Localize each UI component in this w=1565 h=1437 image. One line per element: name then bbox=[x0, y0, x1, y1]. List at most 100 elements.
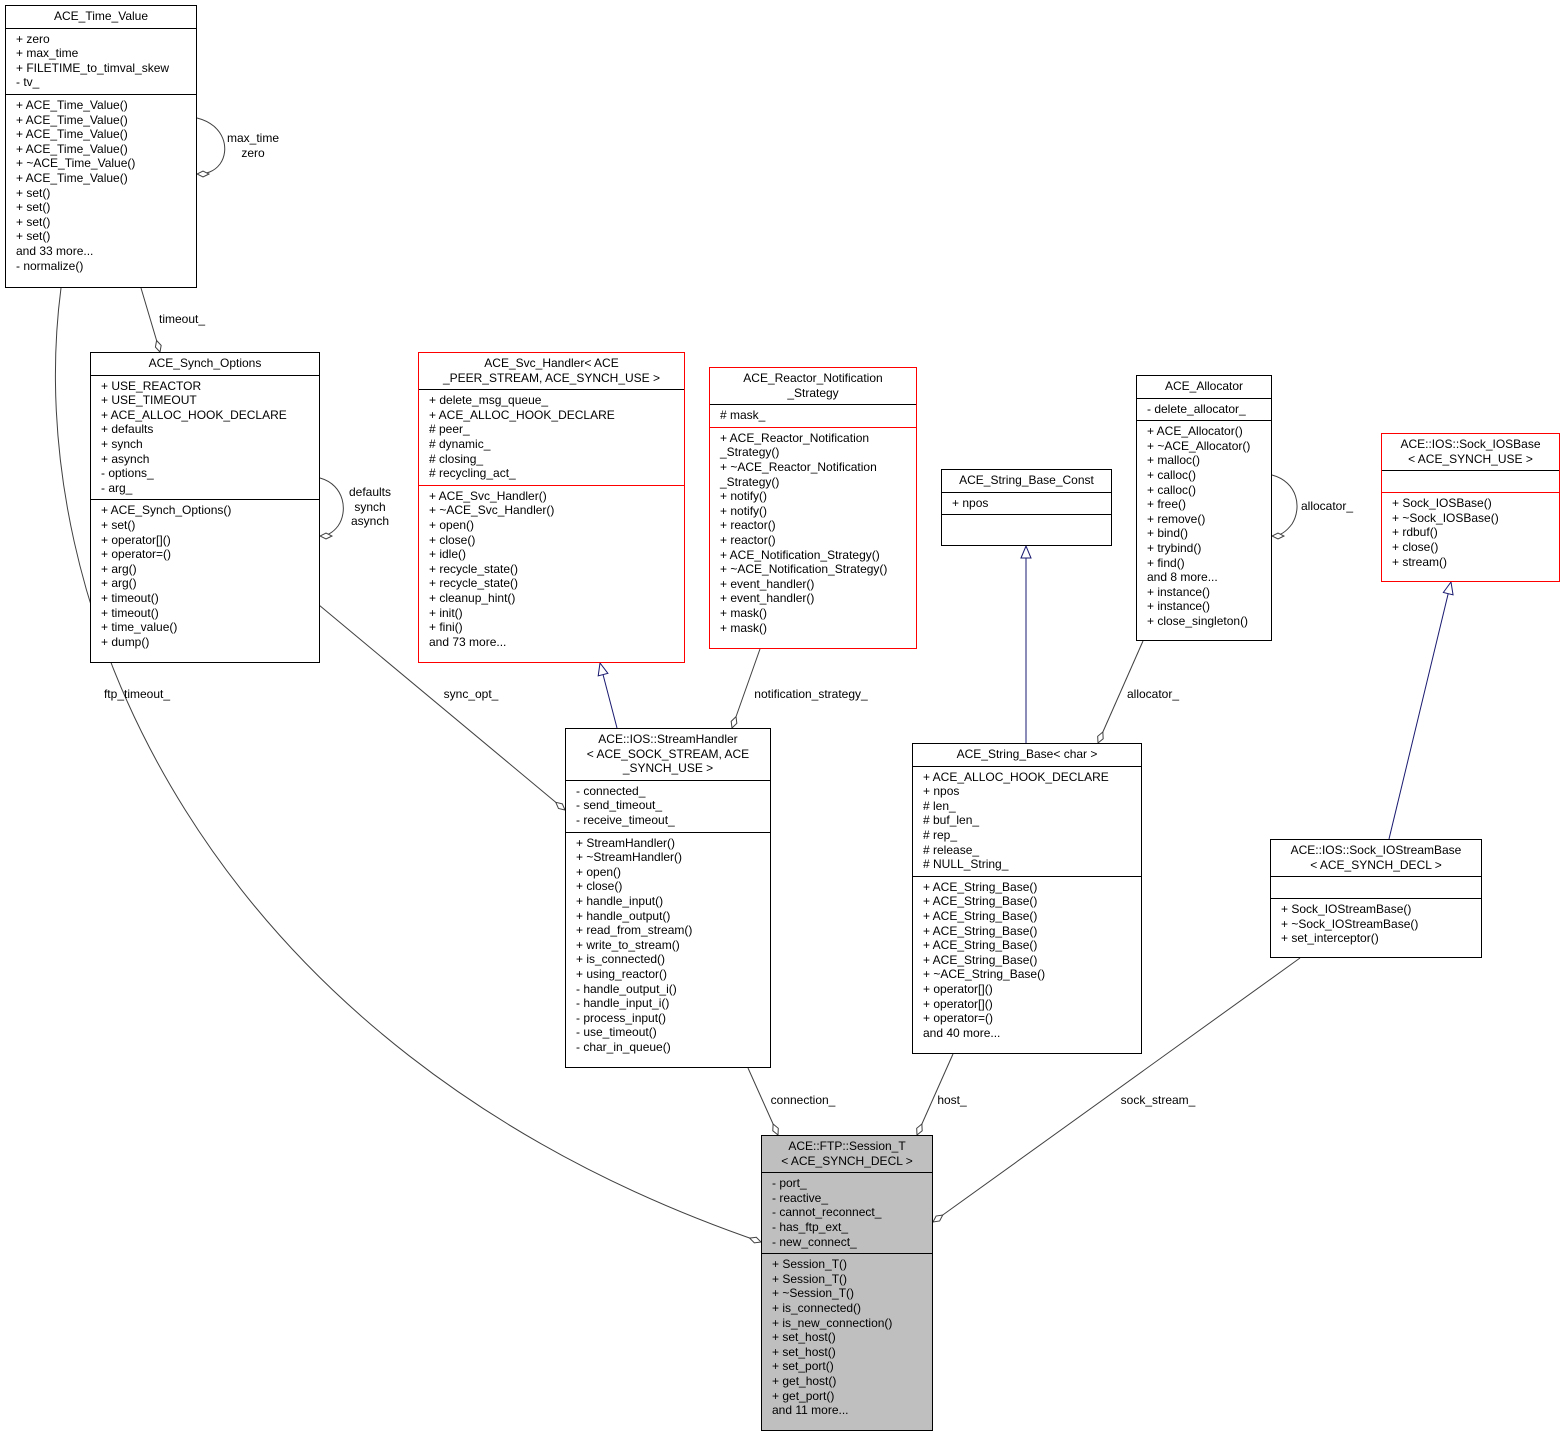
edge-host bbox=[917, 1053, 954, 1135]
class-ace-reactor-notification-strategy[interactable]: ACE_Reactor_Notification_Strategy# mask_… bbox=[709, 367, 917, 649]
class-operation: + set_host() bbox=[772, 1330, 836, 1345]
class-operation: + dump() bbox=[101, 634, 150, 649]
class-operation: + is_connected() bbox=[576, 952, 666, 967]
class-operation: and 40 more... bbox=[923, 1025, 1001, 1040]
edge-label-self-allocator: allocator_ bbox=[1300, 499, 1354, 513]
class-operation: + close() bbox=[1392, 539, 1439, 554]
class-operation: + timeout() bbox=[101, 590, 159, 605]
attributes-section: - connected_- send_timeout_- receive_tim… bbox=[566, 779, 770, 832]
class-operation: - handle_input_i() bbox=[576, 996, 670, 1011]
class-operation: + read_from_stream() bbox=[576, 923, 693, 938]
class-name-line: ACE_Svc_Handler< ACE bbox=[484, 356, 619, 370]
class-ace-time-value[interactable]: ACE_Time_Value+ zero+ max_time+ FILETIME… bbox=[5, 5, 197, 288]
attributes-section: - delete_allocator_ bbox=[1137, 397, 1271, 421]
edge-label-sync-opt: sync_opt_ bbox=[443, 687, 499, 701]
class-operation: + operator[]() bbox=[923, 981, 993, 996]
class-ace-ios-streamhandler[interactable]: ACE::IOS::StreamHandler< ACE_SOCK_STREAM… bbox=[565, 728, 771, 1068]
class-operation: + ACE_Time_Value() bbox=[16, 97, 128, 112]
class-operation: + ~ACE_Notification_Strategy() bbox=[720, 562, 888, 577]
operations-section: + ACE_Allocator()+ ~ACE_Allocator()+ mal… bbox=[1137, 420, 1271, 632]
class-attribute: # rep_ bbox=[923, 827, 958, 842]
class-operation: + set_port() bbox=[772, 1359, 834, 1374]
operations-section: + StreamHandler()+ ~StreamHandler()+ ope… bbox=[566, 831, 770, 1059]
class-ace-string-base-const[interactable]: ACE_String_Base_Const+ npos bbox=[941, 469, 1112, 546]
class-attribute: - tv_ bbox=[16, 75, 40, 90]
class-ace-ftp-session-t[interactable]: ACE::FTP::Session_T< ACE_SYNCH_DECL >- p… bbox=[761, 1135, 933, 1431]
class-name-line: ACE::IOS::Sock_IOSBase bbox=[1400, 437, 1541, 451]
class-operation: + is_connected() bbox=[772, 1300, 862, 1315]
class-operation: + ~ACE_Svc_Handler() bbox=[429, 503, 555, 518]
class-name-line: _PEER_STREAM, ACE_SYNCH_USE > bbox=[442, 370, 661, 385]
class-attribute: - receive_timeout_ bbox=[576, 812, 675, 827]
class-operation: + find() bbox=[1147, 555, 1185, 570]
edge-ftp-timeout bbox=[55, 287, 761, 1242]
class-operation: + reactor() bbox=[720, 532, 776, 547]
class-attribute: + defaults bbox=[101, 422, 154, 437]
class-attribute: + asynch bbox=[101, 451, 150, 466]
edge-sock-stream bbox=[933, 957, 1301, 1222]
class-name: ACE_Time_Value bbox=[6, 6, 196, 28]
class-operation: + calloc() bbox=[1147, 482, 1197, 497]
class-operation: + free() bbox=[1147, 497, 1187, 512]
class-name: ACE_Svc_Handler< ACE_PEER_STREAM, ACE_SY… bbox=[419, 353, 684, 389]
class-operation: + close() bbox=[576, 879, 623, 894]
class-name: ACE::IOS::StreamHandler< ACE_SOCK_STREAM… bbox=[566, 729, 770, 780]
attributes-section: + USE_REACTOR+ USE_TIMEOUT+ ACE_ALLOC_HO… bbox=[91, 374, 319, 500]
class-attribute: # dynamic_ bbox=[429, 436, 491, 451]
class-ace-string-base-char[interactable]: ACE_String_Base< char >+ ACE_ALLOC_HOOK_… bbox=[912, 743, 1142, 1054]
class-attribute: - has_ftp_ext_ bbox=[772, 1219, 849, 1234]
class-attribute: + ACE_ALLOC_HOOK_DECLARE bbox=[923, 769, 1109, 784]
class-attribute: # NULL_String_ bbox=[923, 857, 1009, 872]
class-ace-synch-options[interactable]: ACE_Synch_Options+ USE_REACTOR+ USE_TIME… bbox=[90, 352, 320, 663]
class-ace-allocator[interactable]: ACE_Allocator- delete_allocator_+ ACE_Al… bbox=[1136, 375, 1272, 641]
class-operation: + ACE_String_Base() bbox=[923, 908, 1038, 923]
class-operation: + ACE_Svc_Handler() bbox=[429, 488, 547, 503]
class-operation: + cleanup_hint() bbox=[429, 590, 516, 605]
class-name-line: < ACE_SYNCH_DECL > bbox=[781, 1153, 913, 1168]
class-operation: + Session_T() bbox=[772, 1257, 848, 1272]
class-operation: + set_host() bbox=[772, 1344, 836, 1359]
attributes-section: + delete_msg_queue_+ ACE_ALLOC_HOOK_DECL… bbox=[419, 389, 684, 485]
class-operation: + ACE_Time_Value() bbox=[16, 170, 128, 185]
class-operation: + init() bbox=[429, 605, 463, 620]
class-operation: + ACE_String_Base() bbox=[923, 952, 1038, 967]
class-operation: + set() bbox=[16, 214, 51, 229]
class-attribute: + ACE_ALLOC_HOOK_DECLARE bbox=[429, 407, 615, 422]
class-operation: and 33 more... bbox=[16, 243, 94, 258]
class-operation: + Sock_IOStreamBase() bbox=[1281, 902, 1412, 917]
class-operation: + ACE_String_Base() bbox=[923, 894, 1038, 909]
edge-label-self-synch-options: defaults synch asynch bbox=[348, 485, 392, 529]
class-attribute: # closing_ bbox=[429, 451, 484, 466]
edge-timeout bbox=[140, 287, 160, 352]
class-attribute: # buf_len_ bbox=[923, 813, 980, 828]
class-operation: + ACE_Synch_Options() bbox=[101, 503, 232, 518]
class-operation: + get_host() bbox=[772, 1373, 837, 1388]
edge-self-synch-options bbox=[320, 477, 344, 536]
class-operation: _Strategy() bbox=[720, 445, 780, 460]
class-operation: + notify() bbox=[720, 489, 768, 504]
class-attribute: # recycling_act_ bbox=[429, 466, 516, 481]
class-name-line: ACE::IOS::StreamHandler bbox=[598, 732, 738, 746]
class-ace-ios-sock-iosbase[interactable]: ACE::IOS::Sock_IOSBase< ACE_SYNCH_USE >+… bbox=[1381, 433, 1560, 582]
class-ace-svc-handler[interactable]: ACE_Svc_Handler< ACE_PEER_STREAM, ACE_SY… bbox=[418, 352, 685, 663]
class-attribute: - cannot_reconnect_ bbox=[772, 1205, 882, 1220]
class-operation: + ~ACE_Reactor_Notification bbox=[720, 459, 877, 474]
class-operation: + rdbuf() bbox=[1392, 525, 1438, 540]
class-attribute: - options_ bbox=[101, 466, 154, 481]
class-operation: + stream() bbox=[1392, 554, 1448, 569]
class-attribute: + npos bbox=[952, 495, 989, 510]
class-ace-ios-sock-iostreambase[interactable]: ACE::IOS::Sock_IOStreamBase< ACE_SYNCH_D… bbox=[1270, 839, 1482, 958]
class-operation: + set() bbox=[16, 200, 51, 215]
class-operation: + set() bbox=[101, 517, 136, 532]
operations-section: + Sock_IOSBase()+ ~Sock_IOSBase()+ rdbuf… bbox=[1382, 492, 1559, 573]
class-name-line: < ACE_SYNCH_USE > bbox=[1408, 451, 1533, 466]
edge-inherit-sock-iosbase bbox=[1388, 582, 1451, 840]
class-attribute: + synch bbox=[101, 436, 143, 451]
class-operation: + close() bbox=[429, 532, 476, 547]
edge-label-timeout: timeout_ bbox=[158, 312, 206, 326]
class-operation: - process_input() bbox=[576, 1010, 667, 1025]
class-operation: + fini() bbox=[429, 620, 463, 635]
class-name: ACE_Synch_Options bbox=[91, 353, 319, 375]
class-name-line: ACE::FTP::Session_T bbox=[788, 1139, 906, 1153]
